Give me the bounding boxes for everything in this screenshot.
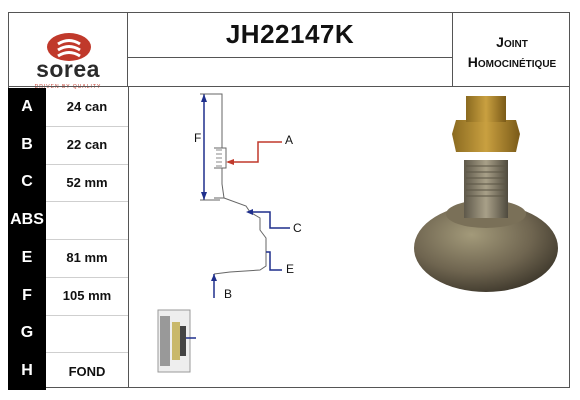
part-reference-cell: JH22147K: [128, 12, 452, 58]
spec-row: H FOND: [8, 352, 128, 390]
marker-e-line: [266, 251, 282, 271]
spec-key: A: [8, 88, 46, 126]
part-type-cell: Joint Homocinétique: [452, 12, 570, 86]
spec-value: 81 mm: [66, 250, 108, 266]
spec-key: ABS: [8, 201, 46, 239]
spec-key: H: [8, 352, 46, 390]
reference-subcell: [128, 58, 452, 86]
label-c: C: [293, 221, 302, 235]
label-e: E: [286, 262, 294, 276]
spline-section: [216, 149, 222, 167]
spec-key: G: [8, 314, 46, 353]
part-type-line-1: Joint: [496, 34, 528, 50]
spec-value: 24 can: [66, 99, 108, 115]
spec-key: F: [8, 276, 46, 315]
cv-joint-product-photo: [414, 96, 558, 292]
row-divider: [46, 125, 128, 127]
brand-tagline: DRIVEN BY QUALITY: [34, 84, 102, 90]
spec-row: E 81 mm: [8, 239, 128, 277]
label-a: A: [285, 133, 293, 147]
row-divider: [46, 239, 128, 240]
spec-key: E: [8, 239, 46, 277]
arrow-up-icon: [211, 274, 217, 281]
spec-row: ABS: [8, 201, 128, 239]
brand-name: sorea: [36, 56, 100, 82]
spec-key: C: [8, 163, 46, 202]
sorea-logo-icon: [47, 33, 91, 61]
abs-ring-thumbnail: [157, 309, 196, 373]
joint-outline: [213, 93, 267, 275]
spec-value: [46, 201, 128, 239]
spec-value: FOND: [68, 363, 106, 379]
spec-value: 105 mm: [62, 288, 112, 304]
label-b: B: [224, 287, 232, 301]
arrow-down-icon: [201, 192, 207, 200]
part-reference: JH22147K: [225, 19, 355, 49]
arrow-left-icon: [246, 209, 253, 215]
spec-row: F 105 mm: [8, 276, 128, 315]
spec-row: A 24 can: [8, 88, 128, 126]
row-divider: [46, 276, 128, 278]
part-type-line-2: Homocinétique: [467, 54, 557, 70]
specs-column-divider: [128, 86, 129, 388]
label-f: F: [194, 131, 201, 145]
arrow-left-icon: [226, 159, 234, 165]
cv-joint-dimension-diagram: F A C E B: [157, 93, 302, 373]
row-divider: [46, 314, 128, 316]
row-divider: [46, 201, 128, 203]
spec-value: 52 mm: [66, 174, 108, 190]
spec-row: C 52 mm: [8, 163, 128, 202]
row-divider: [46, 163, 128, 165]
spec-key: B: [8, 125, 46, 164]
spec-row: B 22 can: [8, 125, 128, 164]
spec-value: 22 can: [66, 137, 108, 153]
brand-logo-cell: sorea DRIVEN BY QUALITY: [8, 12, 128, 90]
arrow-up-icon: [201, 94, 207, 102]
marker-a-line: [228, 141, 282, 163]
marker-c-line: [248, 211, 290, 229]
row-divider: [46, 352, 128, 354]
dimension-f-line: [200, 93, 220, 201]
spec-row: G: [8, 314, 128, 353]
spec-value: [46, 315, 128, 353]
header-divider: [8, 86, 570, 87]
